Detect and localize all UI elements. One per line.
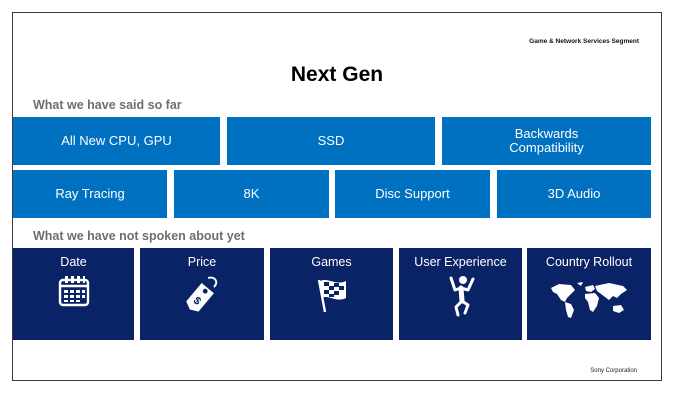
tile-country-rollout: Country Rollout [527,248,651,340]
company-footer: Sony Corporation [590,368,637,374]
price-tag-icon: $ [186,276,218,312]
tile-8k: 8K [174,170,329,218]
tile-ray-tracing: Ray Tracing [13,170,167,218]
calendar-icon [58,276,89,307]
person-jumping-icon [449,276,474,317]
tile-user-experience: User Experience [399,248,522,340]
tile-games: Games [270,248,393,340]
tile-ssd: SSD [227,117,435,165]
slide-title: Next Gen [290,63,384,86]
segment-label: Game & Network Services Segment [529,38,639,45]
section-heading-said: What we have said so far [33,98,182,112]
tile-backwards-compatibility: Backwards Compatibility [442,117,651,165]
section-heading-not-spoken: What we have not spoken about yet [33,229,245,243]
slide: Game & Network Services Segment Next Gen… [12,12,662,381]
tile-date: Date [13,248,134,340]
tile-disc-support: Disc Support [335,170,490,218]
world-map-icon [551,282,627,318]
tile-price: Price $ [140,248,264,340]
tile-3d-audio: 3D Audio [497,170,651,218]
tile-cpu-gpu: All New CPU, GPU [13,117,220,165]
checkered-flag-icon [317,279,346,313]
